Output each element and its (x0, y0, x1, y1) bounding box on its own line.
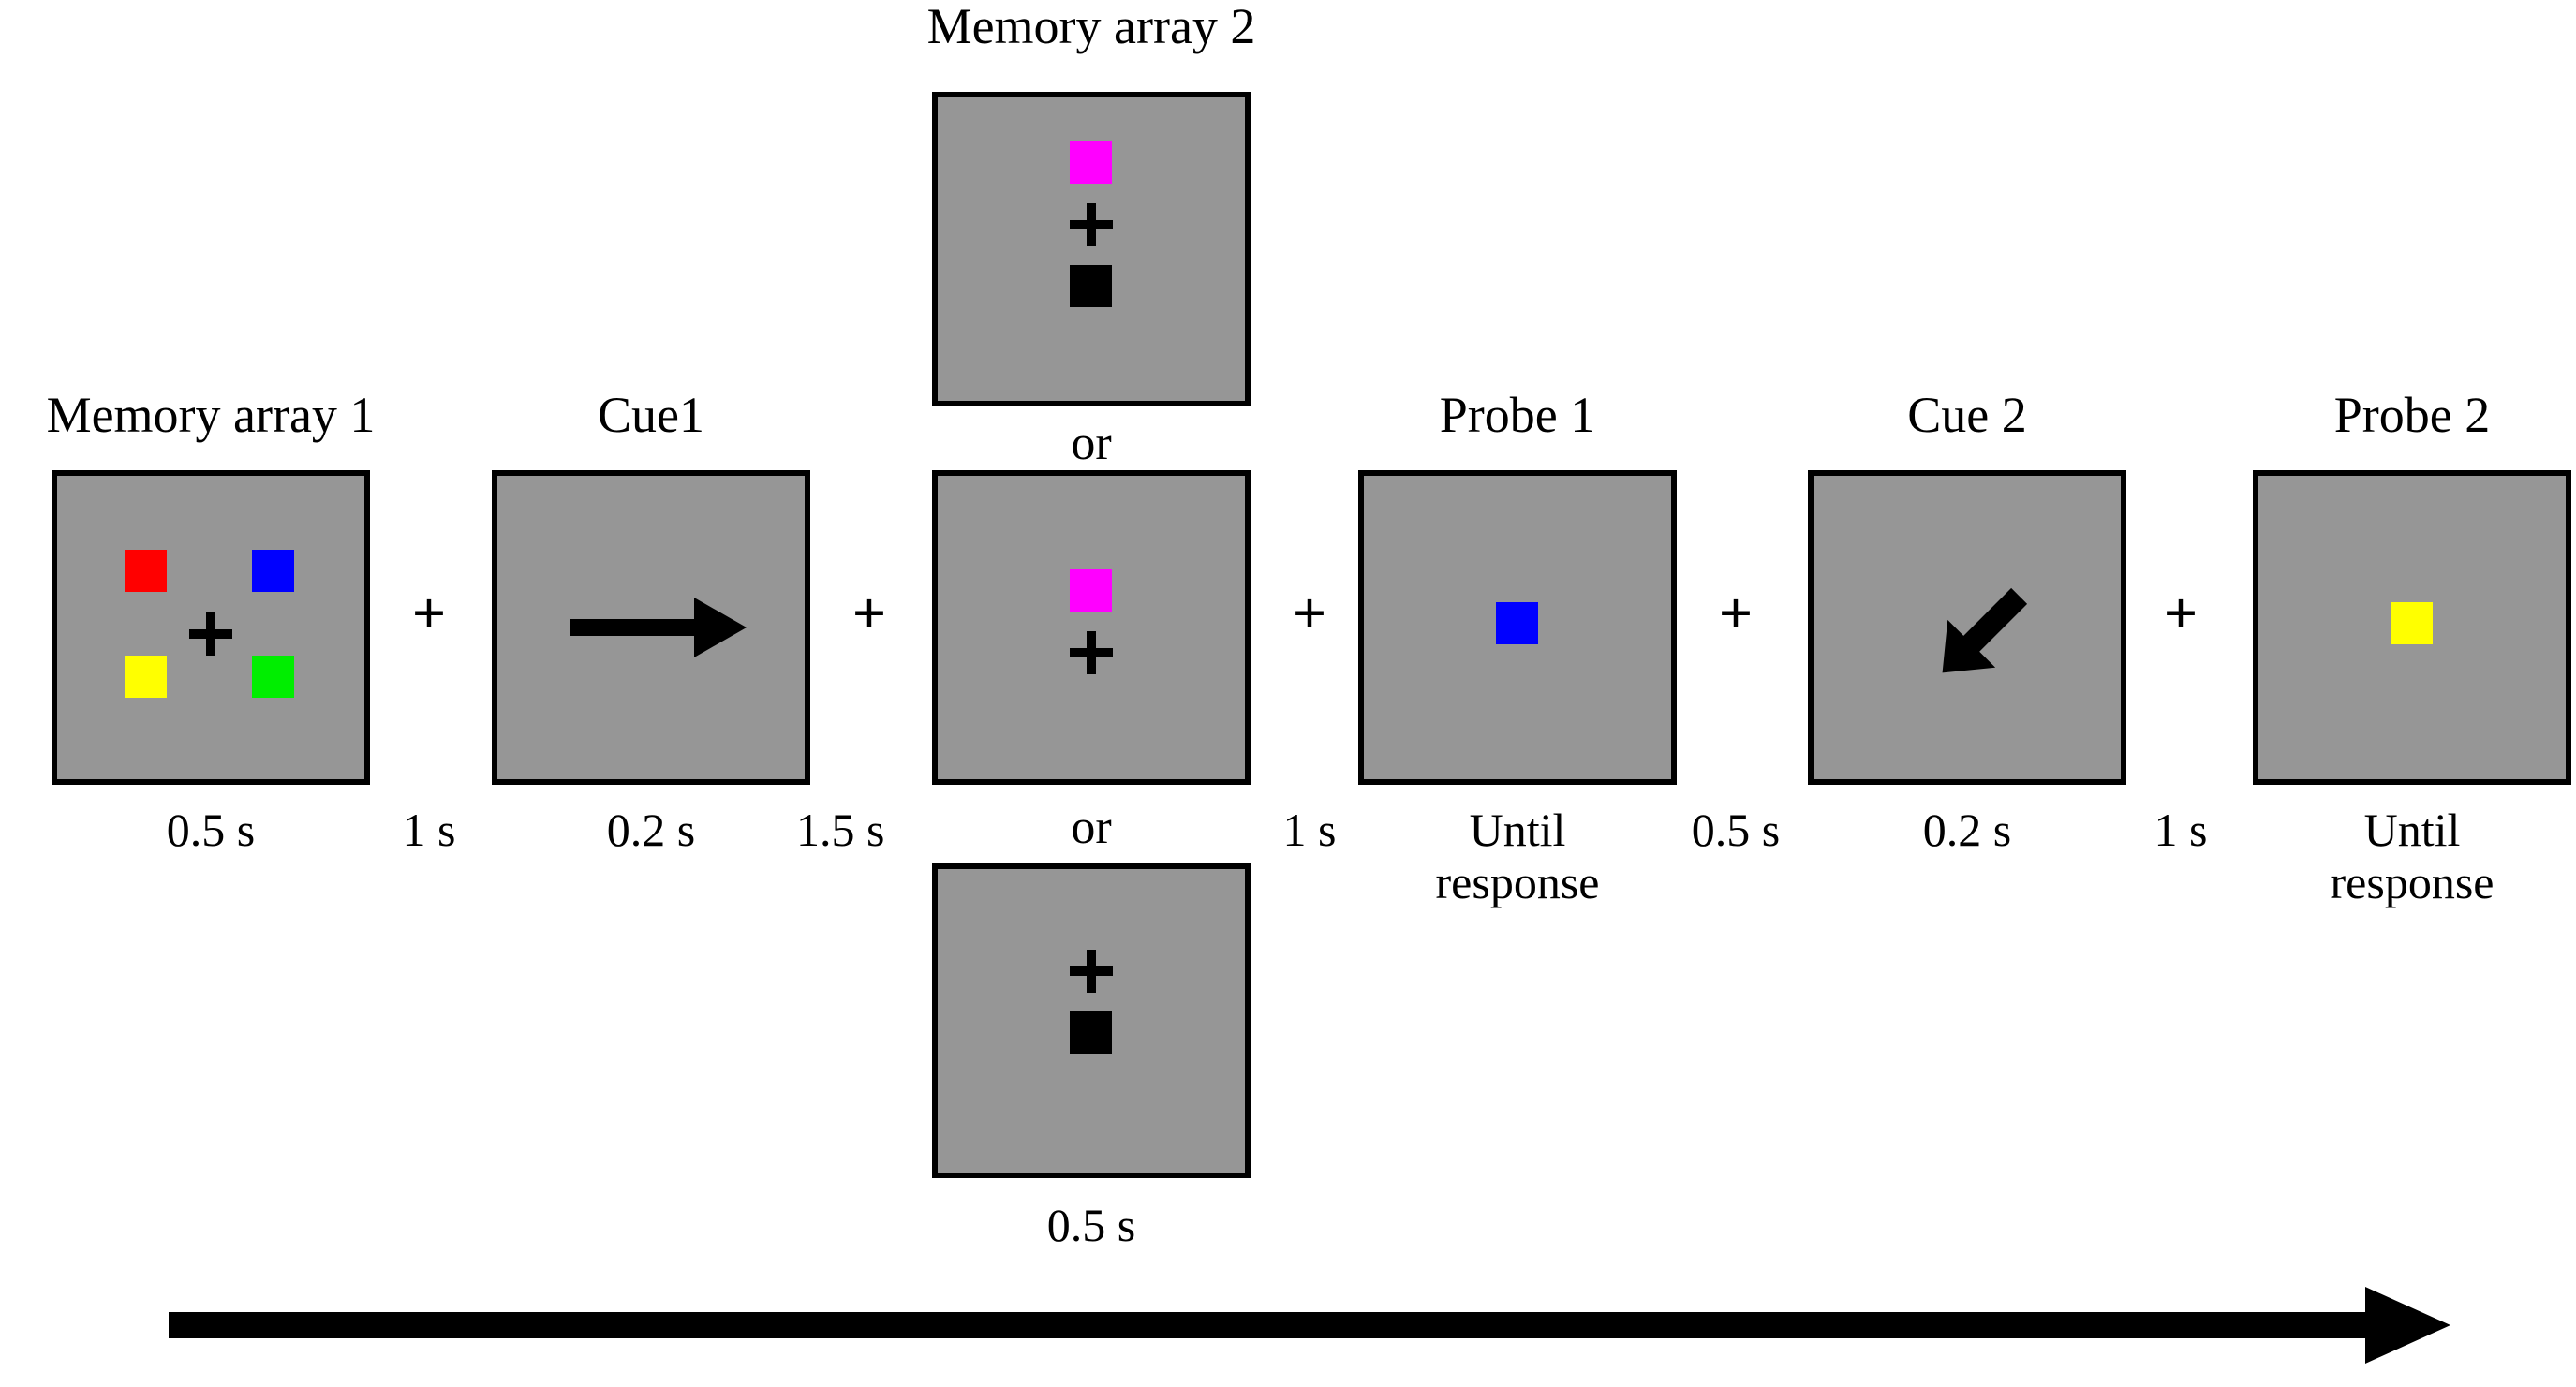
interval-4: 0.5 s (1691, 804, 1781, 856)
separator-plus-1: + (411, 580, 447, 646)
caption-memory-array-2: Memory array 2 (926, 0, 1256, 54)
fixation-cross (1070, 203, 1113, 246)
duration-cue-2: 0.2 s (1922, 804, 2012, 856)
or-label-bottom: or (1071, 801, 1112, 854)
magenta-square (1070, 569, 1112, 612)
caption-probe-1: Probe 1 (1439, 387, 1596, 443)
time-arrow-icon (169, 1287, 2450, 1364)
black-square (1070, 1011, 1112, 1054)
interval-2: 1.5 s (796, 804, 885, 856)
duration-cue-1: 0.2 s (606, 804, 696, 856)
black-square (1070, 265, 1112, 307)
panel-memory-array-2-c (932, 863, 1251, 1178)
interval-1: 1 s (402, 804, 456, 856)
yellow-square (125, 656, 167, 698)
panel-cue-2 (1808, 470, 2126, 785)
duration-probe-1-line1: Until (1469, 804, 1566, 856)
magenta-square (1070, 141, 1112, 184)
panel-probe-2 (2253, 470, 2571, 785)
separator-plus-3: + (1292, 580, 1327, 646)
arrow-down-left-icon (1942, 587, 2028, 673)
fixation-cross (1070, 950, 1113, 993)
green-square (252, 656, 294, 698)
duration-probe-2-line1: Until (2363, 804, 2461, 856)
panel-probe-1 (1358, 470, 1677, 785)
separator-plus-5: + (2163, 580, 2198, 646)
duration-probe-1: Until response (1358, 804, 1677, 908)
panel-memory-array-2-b (932, 470, 1251, 785)
duration-memory-array-2: 0.5 s (1046, 1199, 1136, 1251)
panel-memory-array-1 (52, 470, 370, 785)
arrow-right-icon (570, 598, 747, 657)
caption-memory-array-1: Memory array 1 (46, 387, 376, 443)
duration-probe-1-line2: response (1435, 856, 1600, 908)
interval-5: 1 s (2154, 804, 2208, 856)
interval-3: 1 s (1282, 804, 1337, 856)
duration-probe-2: Until response (2253, 804, 2571, 908)
blue-square (1496, 602, 1538, 644)
red-square (125, 550, 167, 592)
duration-probe-2-line2: response (2330, 856, 2495, 908)
fixation-cross (1070, 631, 1113, 674)
separator-plus-4: + (1718, 580, 1754, 646)
yellow-square (2391, 602, 2433, 644)
or-label-top: or (1071, 417, 1112, 470)
caption-cue-2: Cue 2 (1907, 387, 2027, 443)
duration-memory-array-1: 0.5 s (166, 804, 256, 856)
blue-square (252, 550, 294, 592)
caption-cue-1: Cue1 (598, 387, 704, 443)
panel-memory-array-2-a (932, 92, 1251, 406)
panel-cue-1 (492, 470, 810, 785)
fixation-cross (189, 612, 232, 656)
caption-probe-2: Probe 2 (2333, 387, 2491, 443)
separator-plus-2: + (851, 580, 887, 646)
